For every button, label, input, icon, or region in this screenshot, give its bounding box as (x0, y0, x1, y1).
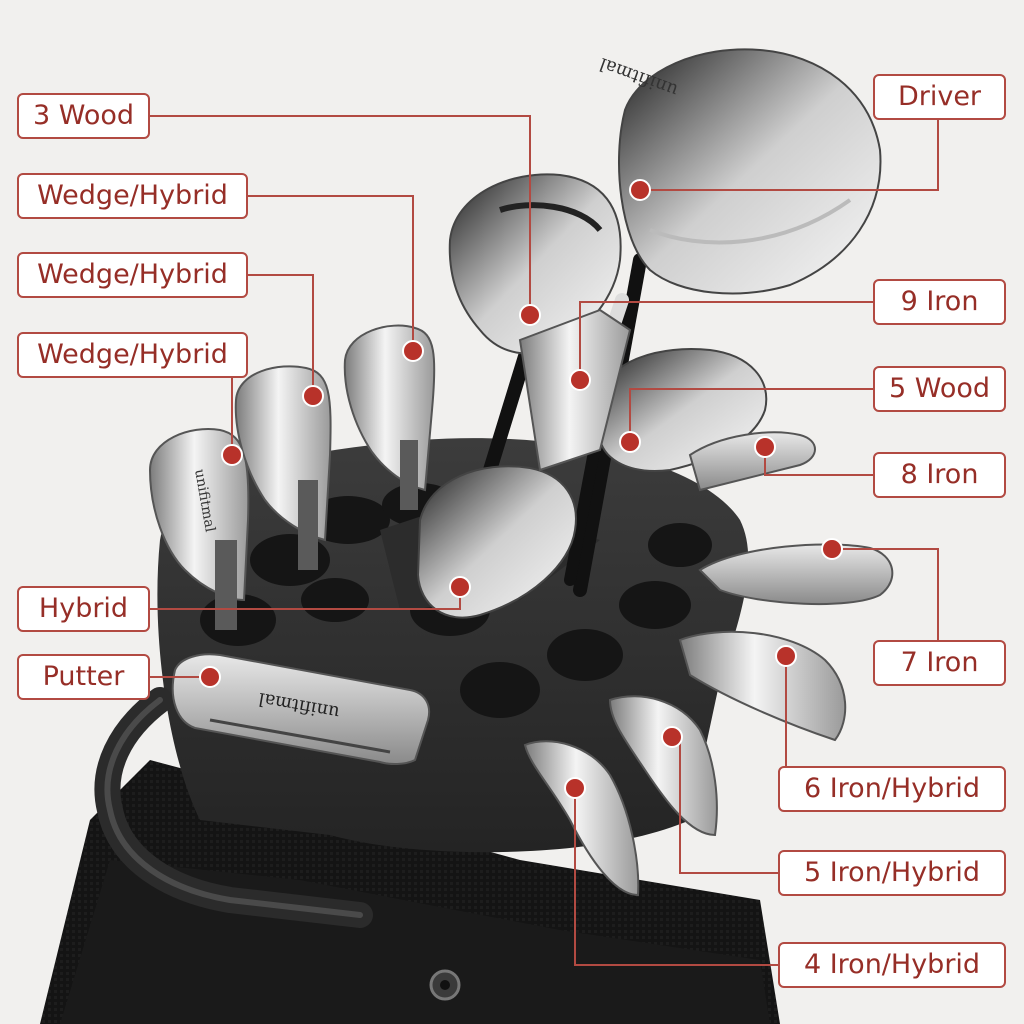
iron-head-9 (518, 308, 632, 472)
marker-dot-3-wood (519, 304, 541, 326)
marker-dot-4-iron (564, 777, 586, 799)
marker-dot-putter (199, 666, 221, 688)
driver-head (618, 48, 882, 295)
iron-head-4 (523, 740, 640, 897)
label-putter: Putter (17, 654, 150, 700)
marker-dots (199, 179, 843, 799)
marker-dot-driver (629, 179, 651, 201)
label-wedge-hybrid-3: Wedge/Hybrid (17, 332, 248, 378)
marker-dot-6-iron (775, 645, 797, 667)
label-7-iron: 7 Iron (873, 640, 1006, 686)
marker-dot-7-iron (821, 538, 843, 560)
marker-dot-9-iron (569, 369, 591, 391)
wood-head-3 (448, 173, 622, 355)
iron-head-7 (698, 543, 894, 606)
putter-head: unifitmal (171, 653, 430, 766)
iron-head-wedge-left (148, 428, 250, 630)
marker-dot-wedge-2 (302, 385, 324, 407)
marker-dot-8-iron (754, 436, 776, 458)
label-9-iron: 9 Iron (873, 279, 1006, 325)
marker-dot-wedge-1 (402, 340, 424, 362)
iron-head-5 (608, 695, 718, 837)
marker-dot-5-wood (619, 431, 641, 453)
marker-dot-5-iron (661, 726, 683, 748)
label-driver: Driver (873, 74, 1006, 120)
label-8-iron: 8 Iron (873, 452, 1006, 498)
label-6-iron-hybrid: 6 Iron/Hybrid (778, 766, 1006, 812)
label-5-iron-hybrid: 5 Iron/Hybrid (778, 850, 1006, 896)
leader-lines (150, 96, 939, 966)
label-5-wood: 5 Wood (873, 366, 1006, 412)
label-wedge-hybrid-2: Wedge/Hybrid (17, 252, 248, 298)
iron-head-8 (688, 431, 816, 492)
marker-dot-hybrid (449, 576, 471, 598)
label-4-iron-hybrid: 4 Iron/Hybrid (778, 942, 1006, 988)
marker-dot-wedge-3 (221, 444, 243, 466)
label-hybrid: Hybrid (17, 586, 150, 632)
iron-head-wedge-right (343, 324, 436, 510)
iron-head-6 (678, 630, 847, 742)
iron-head-wedge-middle (234, 365, 332, 570)
label-wedge-hybrid-1: Wedge/Hybrid (17, 173, 248, 219)
label-3-wood: 3 Wood (17, 93, 150, 139)
